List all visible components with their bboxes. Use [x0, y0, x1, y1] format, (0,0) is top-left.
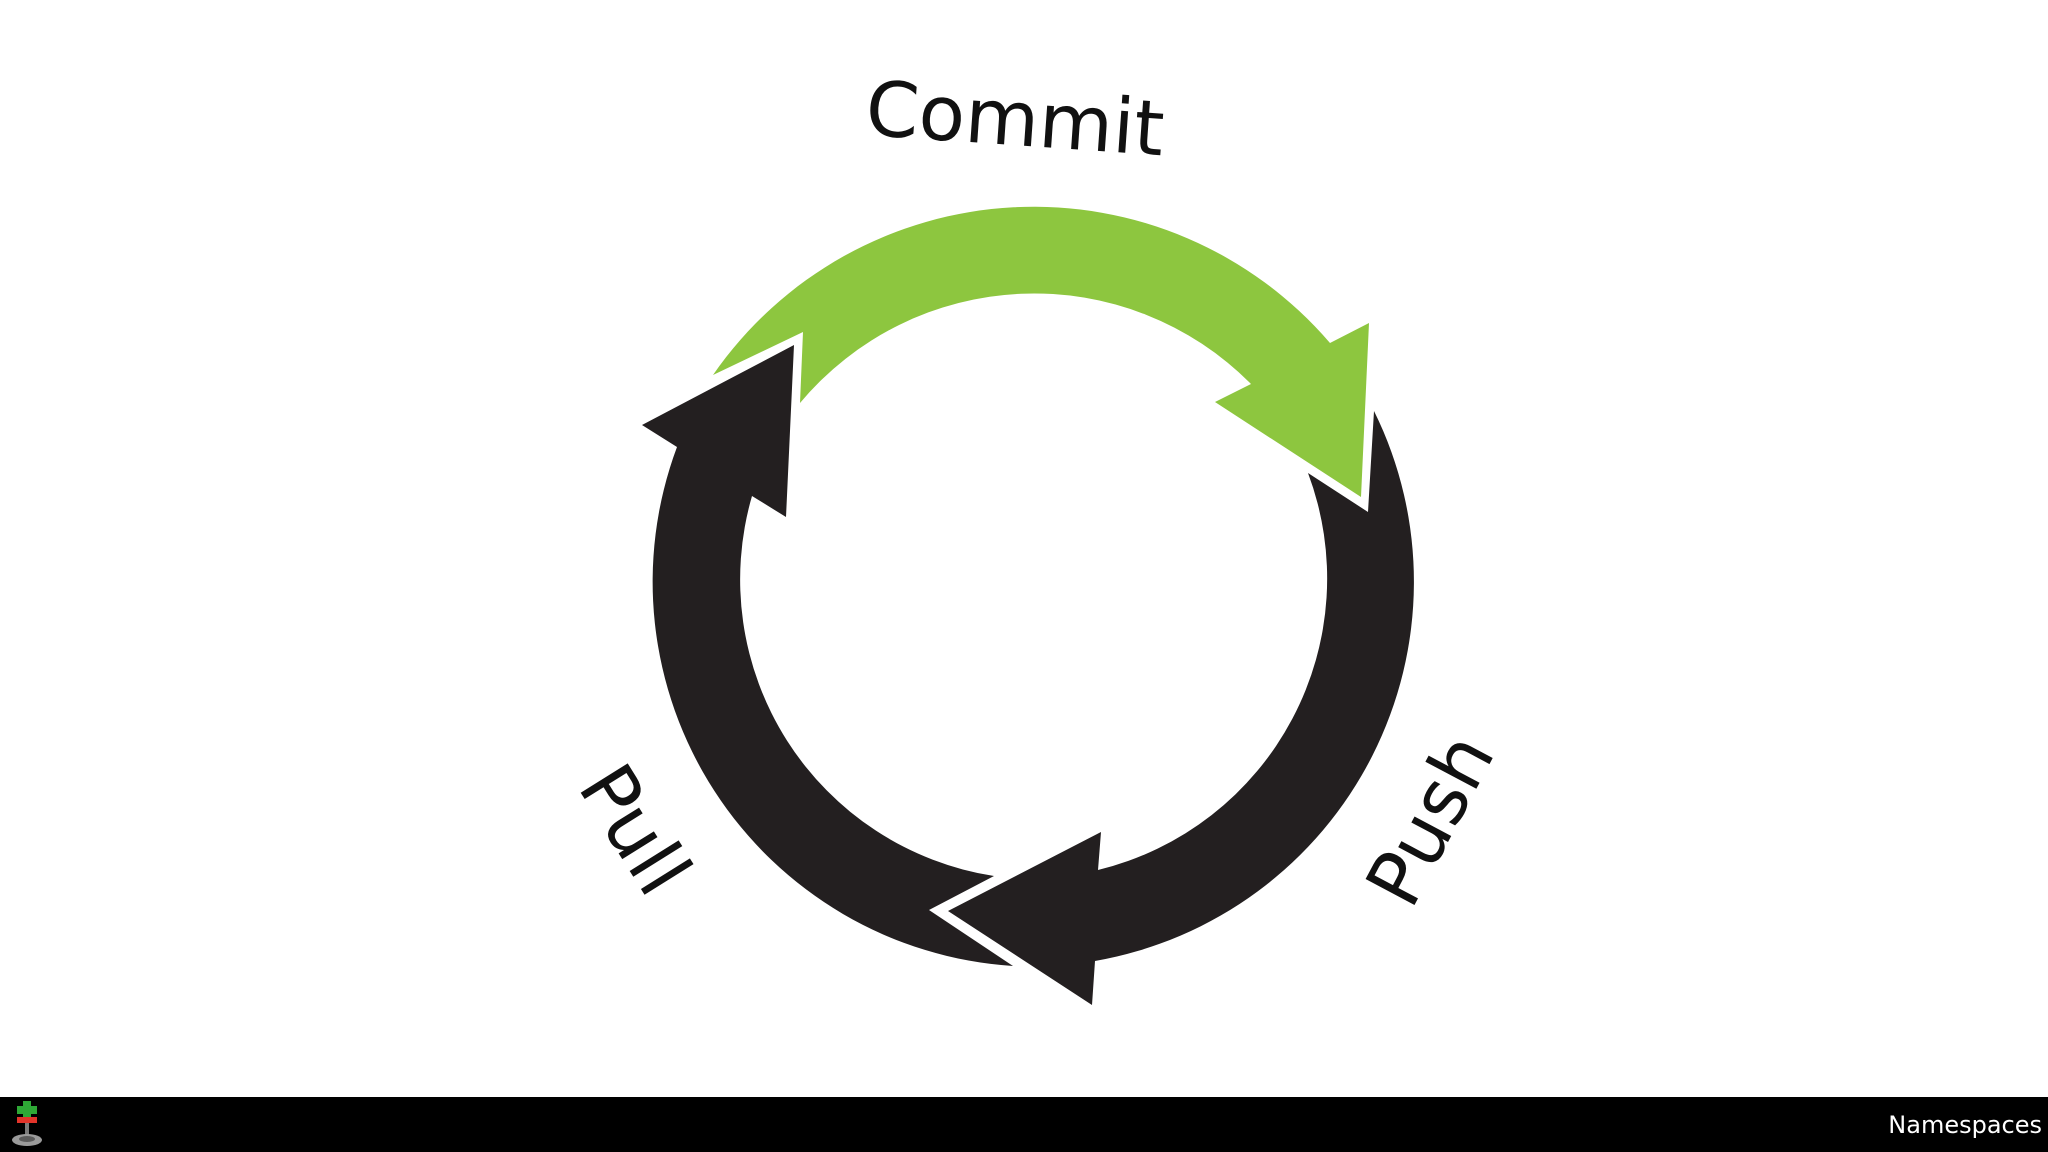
slide: Commit Push Pull: [562, 64, 1512, 1005]
commit-arrow: [713, 206, 1369, 498]
pull-arrow: [642, 345, 1013, 966]
plus-minus-pin-icon[interactable]: [6, 1100, 50, 1148]
footer-bar: Namespaces: [0, 1097, 2048, 1152]
footer-title: Namespaces: [1888, 1111, 2042, 1139]
push-arrow: [948, 411, 1414, 1005]
cycle-diagram: [642, 206, 1414, 1005]
